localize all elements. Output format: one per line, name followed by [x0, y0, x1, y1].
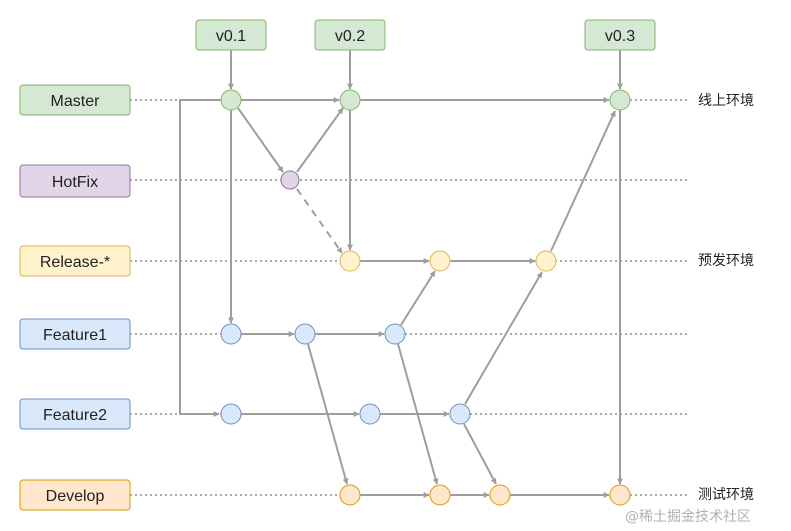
commit-master-2 [339, 89, 361, 111]
commit-master-3 [609, 89, 631, 111]
tag-v03-box [584, 19, 656, 51]
environment-labels: 线上环境 预发环境 测试环境 [698, 93, 754, 503]
commit-feature1-3 [384, 323, 406, 345]
branch-release: Release-* [19, 245, 131, 277]
commit-feature2-3 [449, 403, 471, 425]
branch-develop: Develop [19, 479, 131, 511]
edge-feature2-release [464, 271, 543, 405]
edge-master-hotfix [237, 107, 284, 173]
commit-develop-3 [489, 484, 511, 506]
commit-feature1-2 [294, 323, 316, 345]
tag-v02: v0.2 [314, 19, 386, 51]
edge-feature1-release [400, 270, 436, 326]
branch-hotfix-label: HotFix [52, 174, 98, 191]
edge-master-feature2 [179, 99, 221, 417]
commit-master-1 [220, 89, 242, 111]
env-label-staging: 预发环境 [698, 253, 754, 269]
branch-labels: Master HotFix Release-* Feature1 Feature… [19, 84, 131, 511]
commit-hotfix-1 [280, 170, 300, 190]
branch-master-box [19, 84, 131, 116]
tag-v03-label: v0.3 [605, 28, 635, 45]
edge-hotfix-release [296, 188, 343, 254]
commit-feature2-1 [220, 403, 242, 425]
branch-hotfix-box [19, 164, 131, 198]
commit-release-1 [339, 250, 361, 272]
branch-release-box [19, 245, 131, 277]
branch-feature1: Feature1 [19, 318, 131, 350]
env-label-testing: 测试环境 [698, 487, 754, 503]
tag-v02-label: v0.2 [335, 28, 365, 45]
branch-feature1-box [19, 318, 131, 350]
branch-master: Master [19, 84, 131, 116]
commit-nodes [220, 89, 631, 506]
tag-v03: v0.3 [584, 19, 656, 51]
branch-develop-box [19, 479, 131, 511]
commit-feature2-2 [359, 403, 381, 425]
branch-feature2: Feature2 [19, 398, 131, 430]
commit-edges [179, 50, 623, 498]
branch-release-label: Release-* [40, 254, 110, 271]
commit-feature1-1 [220, 323, 242, 345]
branch-feature2-box [19, 398, 131, 430]
tag-v01-label: v0.1 [216, 28, 246, 45]
edge-feature2-develop [463, 423, 497, 485]
tag-v01-box [195, 19, 267, 51]
tag-v02-box [314, 19, 386, 51]
edge-hotfix-master [296, 107, 344, 173]
edge-release-master [550, 110, 616, 252]
branch-guide-lines [130, 99, 690, 496]
tag-v01: v0.1 [195, 19, 267, 51]
watermark: @稀土掘金技术社区 [625, 509, 751, 525]
tags: v0.1 v0.2 v0.3 [195, 19, 656, 51]
branch-develop-label: Develop [46, 488, 105, 505]
env-label-production: 线上环境 [698, 93, 754, 109]
commit-develop-1 [339, 484, 361, 506]
commit-develop-4 [609, 484, 631, 506]
branch-feature2-label: Feature2 [43, 407, 107, 424]
branch-master-label: Master [51, 93, 101, 110]
commit-release-2 [429, 250, 451, 272]
branch-feature1-label: Feature1 [43, 327, 107, 344]
branch-hotfix: HotFix [19, 164, 131, 198]
commit-release-3 [535, 250, 557, 272]
commit-develop-2 [429, 484, 451, 506]
